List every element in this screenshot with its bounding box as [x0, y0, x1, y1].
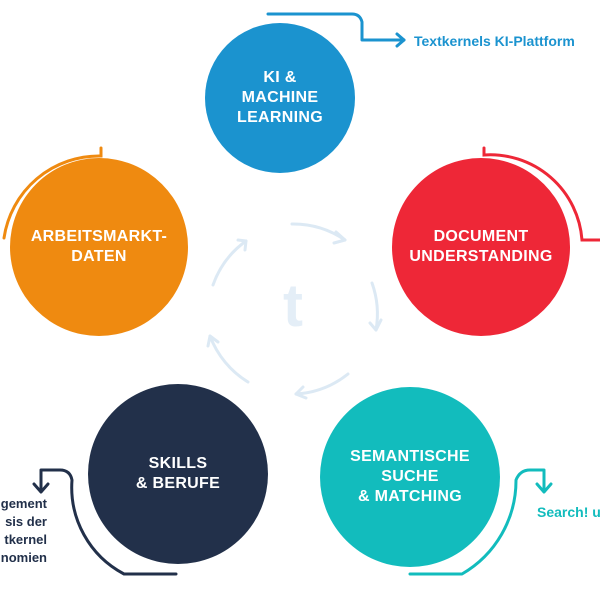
node-arbeitsmarkt-label: ARBEITSMARKT- DATEN — [30, 228, 168, 265]
taxonomy-line-1: gement — [0, 496, 47, 511]
taxonomy-link[interactable]: gement sis der tkernel nomien — [1, 495, 47, 567]
node-document-label: DOCUMENT UNDERSTANDING — [409, 228, 553, 265]
cycle-arrow-3 — [294, 372, 350, 396]
node-ki-machine-learning: KI & MACHINE LEARNING — [205, 23, 355, 173]
taxonomy-line-2: sis der — [5, 514, 47, 529]
taxonomy-line-3: tkernel — [4, 532, 47, 547]
node-semantic-label: SEMANTISCHE SUCHE & MATCHING — [350, 448, 470, 505]
taxonomy-line-4: nomien — [0, 550, 47, 565]
center-logo: t — [283, 271, 303, 339]
search-link[interactable]: Search! u — [537, 504, 600, 520]
node-document-understanding: DOCUMENT UNDERSTANDING — [392, 158, 570, 336]
node-skills-berufe: SKILLS & BERUFE — [88, 384, 268, 564]
node-arbeitsmarktdaten: ARBEITSMARKT- DATEN — [10, 158, 188, 336]
node-ki-label: KI & MACHINE LEARNING — [237, 69, 323, 126]
cycle-arrow-2 — [370, 281, 379, 332]
ki-platform-link[interactable]: Textkernels KI-Plattform — [414, 33, 575, 49]
node-skills-label: SKILLS & BERUFE — [135, 455, 221, 492]
node-semantic-search-matching: SEMANTISCHE SUCHE & MATCHING — [320, 387, 500, 567]
cycle-arrow-5 — [211, 239, 248, 287]
cycle-arrow-4 — [208, 334, 250, 384]
